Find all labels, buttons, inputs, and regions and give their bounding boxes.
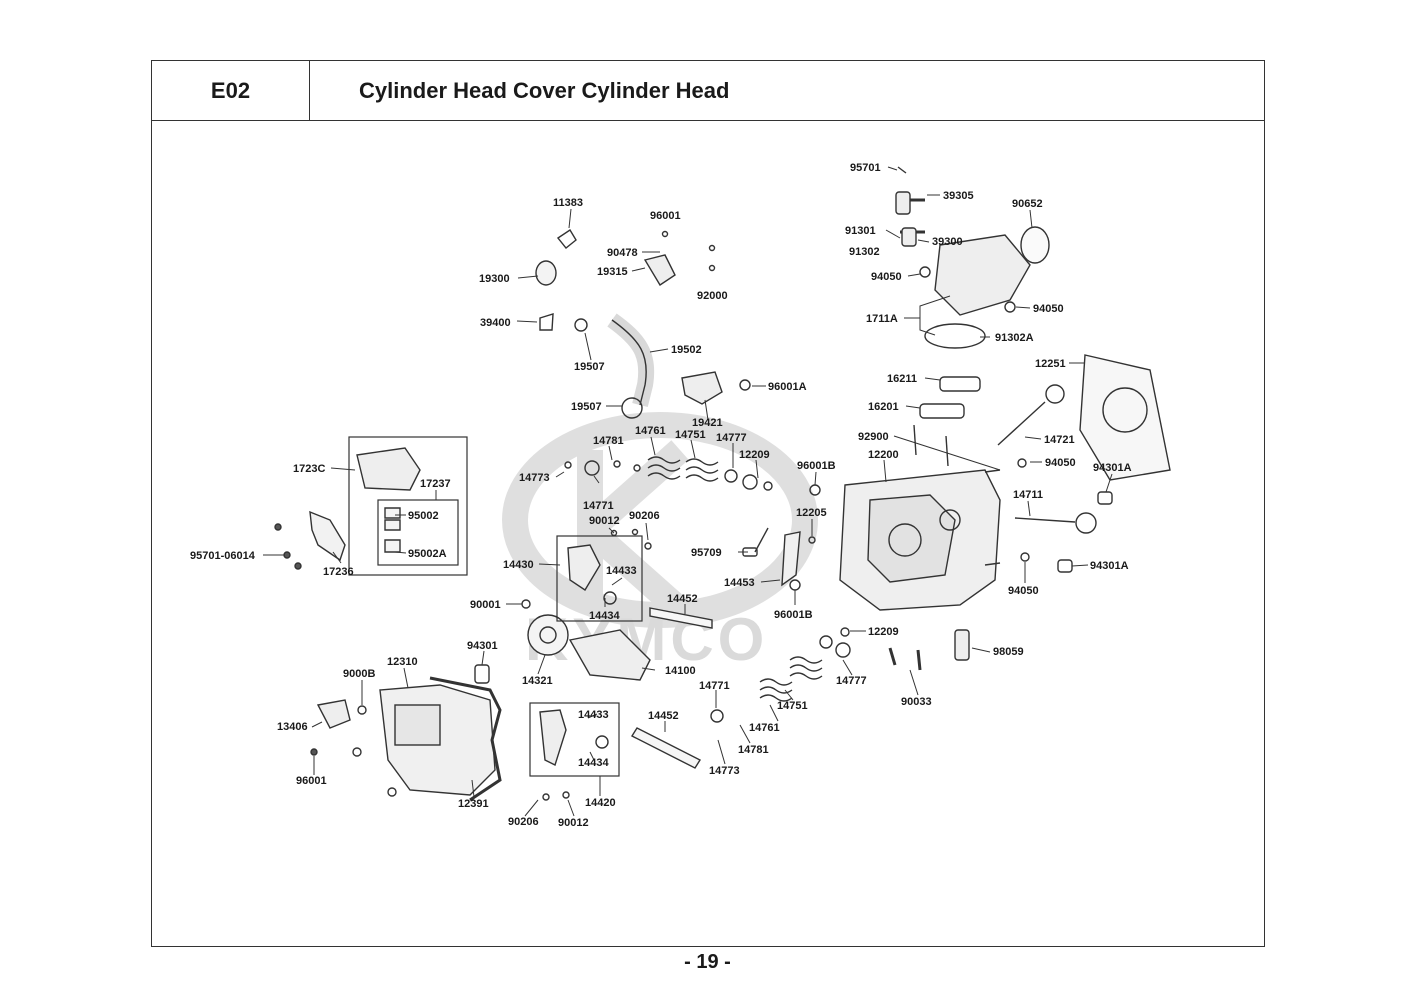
leader-lines (263, 166, 1113, 817)
part-label: 11383 (553, 197, 583, 209)
part-label: 91301 (845, 225, 876, 237)
part-label: 96001B (774, 609, 813, 621)
part-label: 14452 (648, 710, 679, 722)
part-label: 90206 (508, 816, 539, 828)
diagram-frame (151, 120, 1265, 947)
part-label: 14711 (1013, 489, 1043, 501)
part-label: 95709 (691, 547, 722, 559)
part-label: 13406 (277, 721, 308, 733)
part-label: 1711A (866, 313, 898, 325)
part-label: 90001 (470, 599, 501, 611)
part-label: 91302A (995, 332, 1034, 344)
part-label: 14777 (836, 675, 867, 687)
part-label: 96001 (296, 775, 327, 787)
part-label: 16201 (868, 401, 899, 413)
part-label: 96001 (650, 210, 681, 222)
part-label: 92900 (858, 431, 889, 443)
page-number: - 19 - (684, 951, 731, 973)
part-label: 19502 (671, 344, 702, 356)
part-label: 19300 (479, 273, 510, 285)
kymco-watermark-logo: KYMCO (502, 412, 818, 673)
part-label: 92000 (697, 290, 728, 302)
part-label: 94301A (1090, 560, 1129, 572)
part-label: 19315 (597, 266, 628, 278)
part-label: 94050 (1008, 585, 1039, 597)
part-label: 12205 (796, 507, 827, 519)
part-drawings (274, 166, 1171, 802)
part-label: 19421 (692, 417, 723, 429)
part-label: 12310 (387, 656, 418, 668)
part-label: 14771 (699, 680, 730, 692)
part-label: 14761 (635, 425, 666, 437)
part-label: 94050 (1033, 303, 1064, 315)
part-label: 39400 (480, 317, 511, 329)
page-title: Cylinder Head Cover Cylinder Head (309, 60, 1265, 121)
part-label: 14434 (589, 610, 620, 622)
part-label: 14434 (578, 757, 609, 769)
part-label: 95701-06014 (190, 550, 256, 562)
part-label: 14773 (709, 765, 740, 777)
part-label: 14433 (606, 565, 637, 577)
part-label: 14781 (738, 744, 769, 756)
part-label: 90478 (607, 247, 638, 259)
part-label: 14751 (675, 429, 706, 441)
part-label: 14721 (1044, 434, 1075, 446)
part-label: 14781 (593, 435, 624, 447)
part-label: 96001A (768, 381, 807, 393)
part-label: 14100 (665, 665, 696, 677)
part-label: 14420 (585, 797, 616, 809)
part-label: 14430 (503, 559, 534, 571)
part-label: 14761 (749, 722, 780, 734)
part-label: 95002A (408, 548, 447, 560)
part-label: 90652 (1012, 198, 1043, 210)
part-label: 90012 (558, 817, 589, 829)
part-label: 16211 (887, 373, 917, 385)
part-label: 91302 (849, 246, 880, 258)
part-label: 94050 (871, 271, 902, 283)
part-label: 14321 (522, 675, 553, 687)
part-label: 12209 (739, 449, 770, 461)
part-label: 12209 (868, 626, 899, 638)
part-callouts: 95701 39305 11383 96001 90652 90478 1931… (190, 162, 1132, 829)
part-label: 17236 (323, 566, 354, 578)
part-label: 90012 (589, 515, 620, 527)
part-label: 39300 (932, 236, 963, 248)
part-label: 12391 (458, 798, 489, 810)
part-label: 1723C (293, 463, 325, 475)
part-label: 14433 (578, 709, 609, 721)
part-label: 19507 (571, 401, 602, 413)
part-label: 14771 (583, 500, 614, 512)
part-label: 14751 (777, 700, 808, 712)
part-label: 95002 (408, 510, 439, 522)
part-label: 14773 (519, 472, 550, 484)
part-label: 94301 (467, 640, 498, 652)
part-label: 95701 (850, 162, 881, 174)
part-label: 14777 (716, 432, 747, 444)
part-label: 12251 (1035, 358, 1066, 370)
part-label: 94050 (1045, 457, 1076, 469)
part-label: 12200 (868, 449, 899, 461)
part-label: 19507 (574, 361, 605, 373)
part-label: 14453 (724, 577, 755, 589)
part-label: 90033 (901, 696, 932, 708)
part-label: 94301A (1093, 462, 1132, 474)
part-label: 39305 (943, 190, 974, 202)
part-label: 17237 (420, 478, 451, 490)
part-label: 98059 (993, 646, 1024, 658)
part-label: 9000B (343, 668, 375, 680)
part-label: 14452 (667, 593, 698, 605)
part-label: 90206 (629, 510, 660, 522)
part-label: 96001B (797, 460, 836, 472)
